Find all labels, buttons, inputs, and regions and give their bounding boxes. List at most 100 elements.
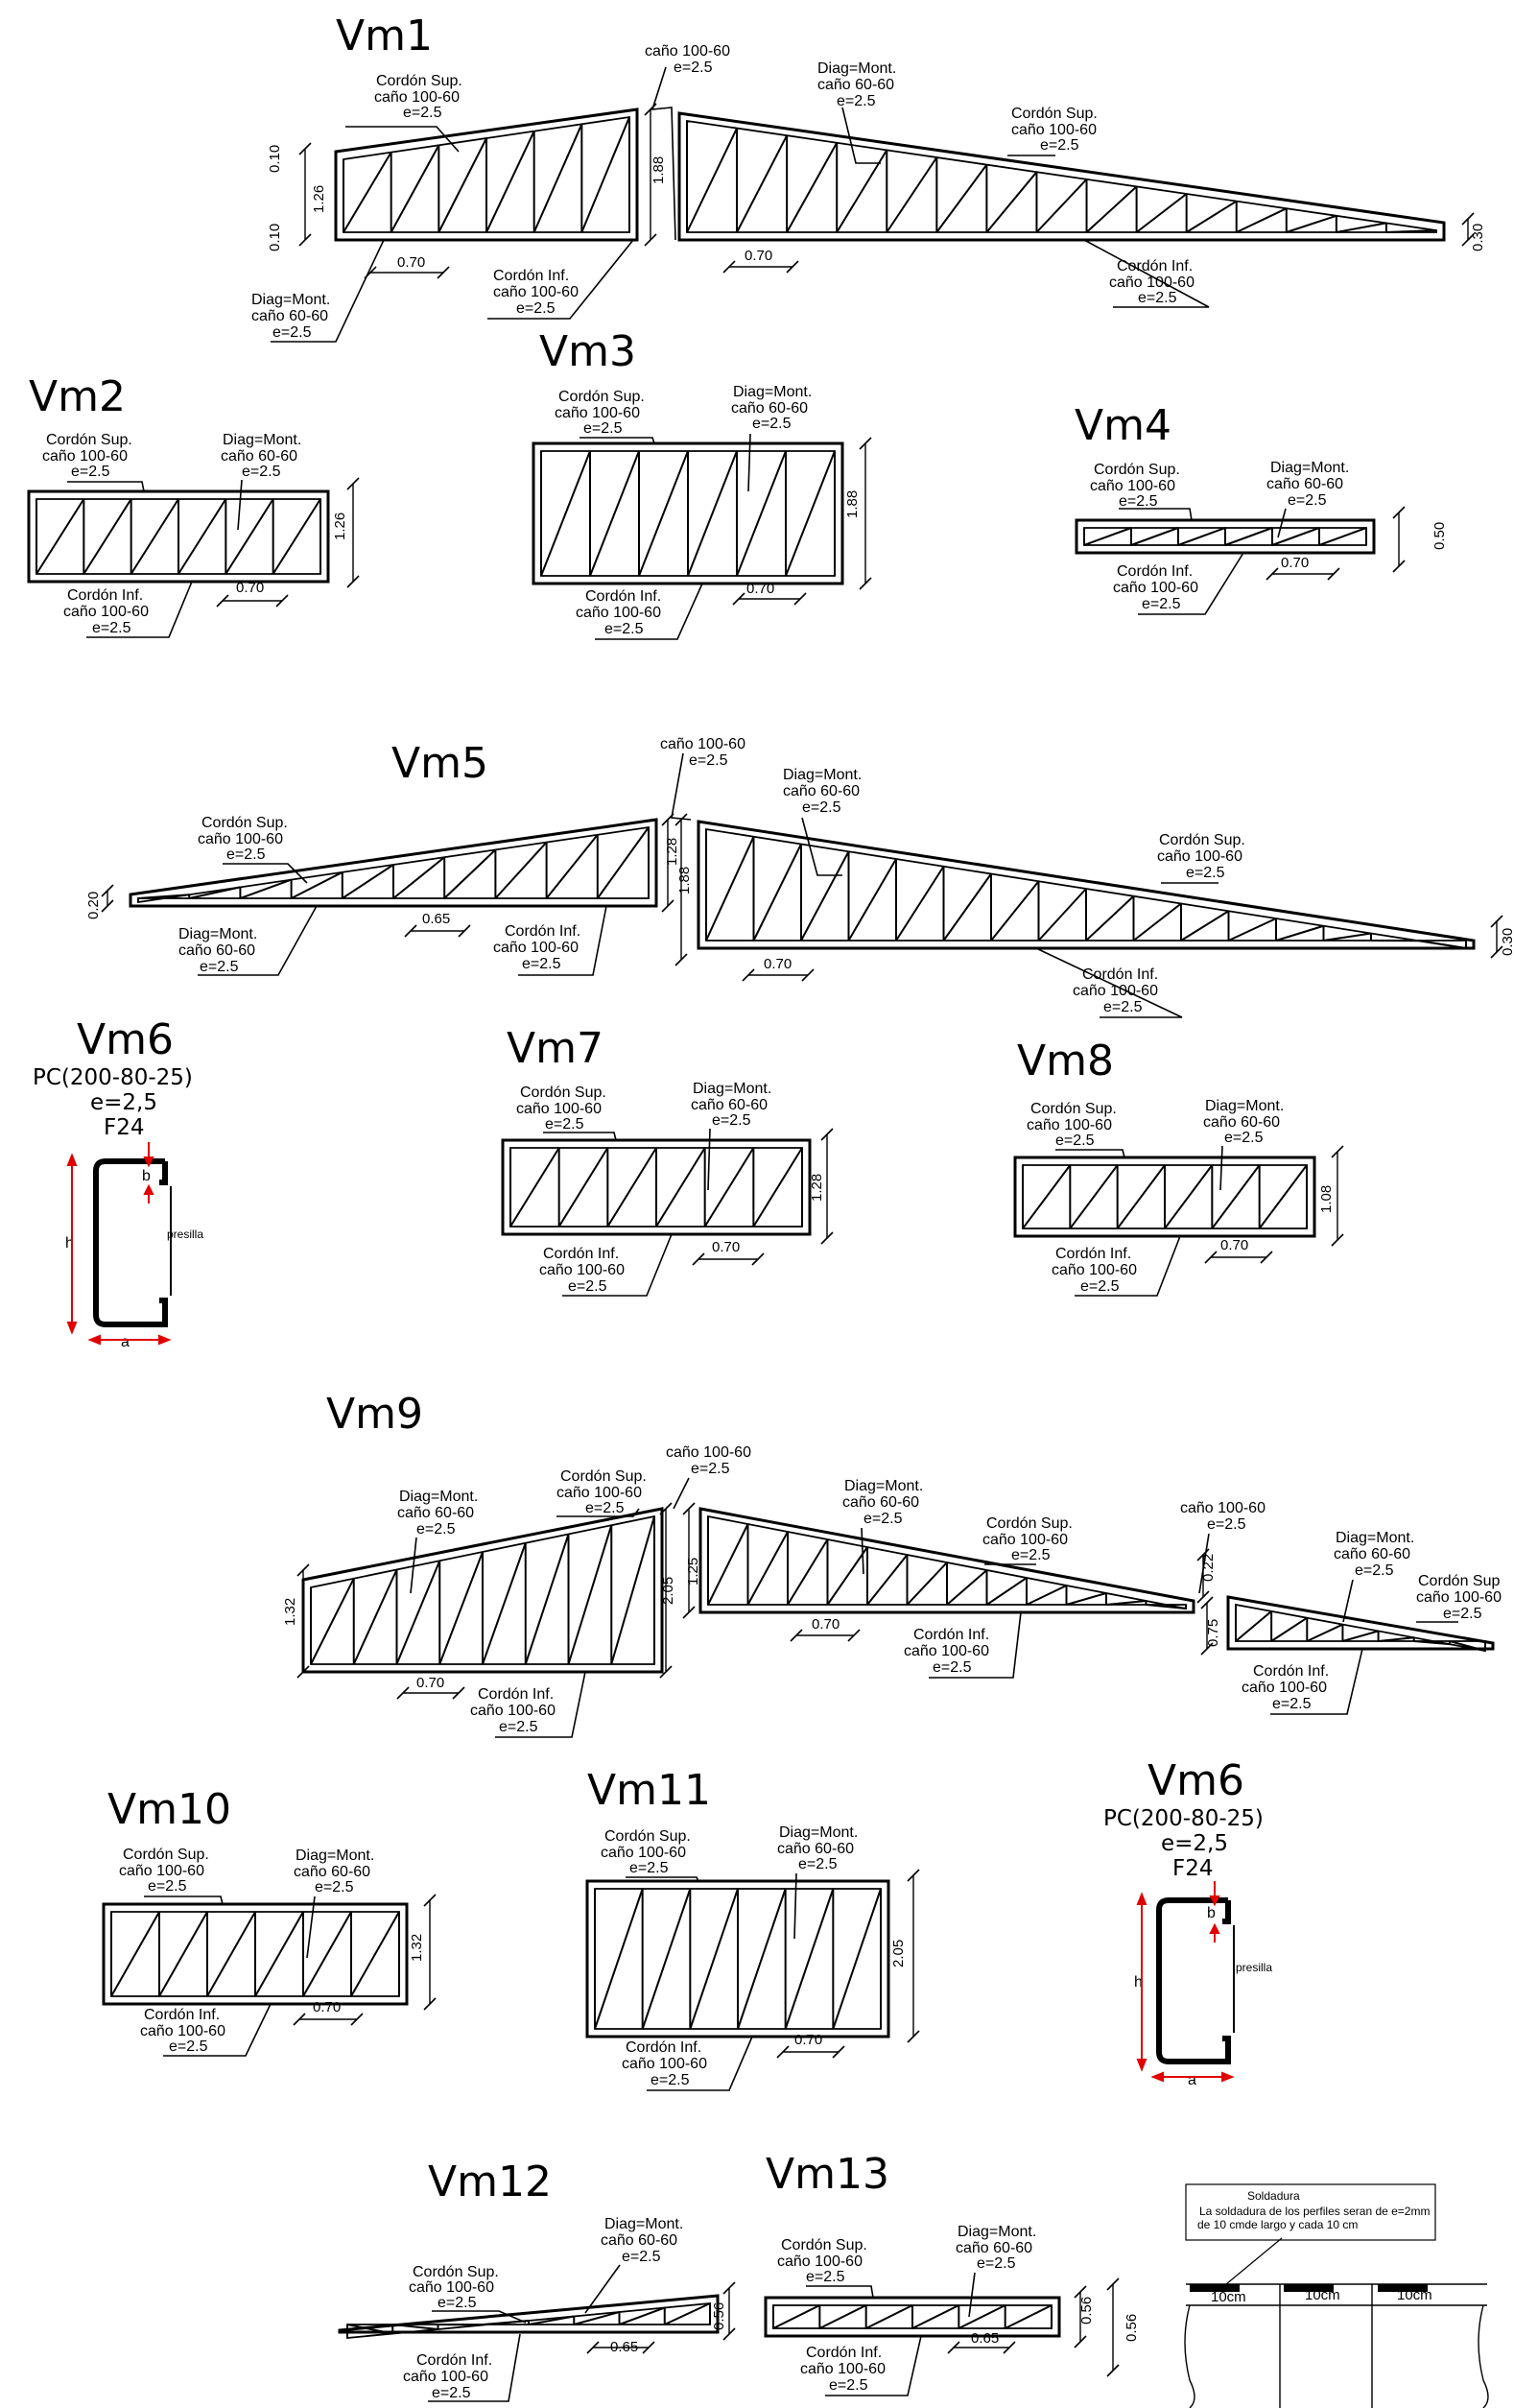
vm2-dim-070-line-tick-b xyxy=(275,594,289,608)
vm9-mid-diagonal-1 xyxy=(746,1531,789,1606)
vm4-truss xyxy=(1075,518,1376,555)
vm4-cordon-inf-thk: e=2.5 xyxy=(1142,596,1181,612)
truss-linework xyxy=(27,107,1495,2339)
vm13-dim-065-line-tick-b xyxy=(1003,2341,1016,2354)
weld-dim-h-line-tick-b xyxy=(1106,2364,1120,2377)
weld-leader xyxy=(1225,2237,1283,2285)
vm3-diagonal-1 xyxy=(589,450,640,577)
vm9-right-truss xyxy=(1226,1595,1495,1653)
vm9-left-diagonal-2 xyxy=(395,1560,441,1665)
vm8-diagonal-2 xyxy=(1116,1164,1166,1229)
vm3-diagonal-2 xyxy=(638,450,689,577)
weld-note-box xyxy=(1185,2183,1436,2241)
vm9-dim-125-line-tick-b xyxy=(682,1606,696,1619)
profile-top-dimension-arrows xyxy=(66,1142,172,1346)
vm1-right-diagonal-11 xyxy=(1236,207,1288,233)
vm12-dim-065-line-tick-a xyxy=(586,2341,600,2354)
vm9-dim-205: 2.05 xyxy=(660,1577,676,1605)
vm9-right-sup-thk: e=2.5 xyxy=(1443,1606,1482,1622)
vm5-title: Vm5 xyxy=(391,739,488,788)
profile-top-steel: F24 xyxy=(104,1115,145,1140)
vm9-mid-diagonal-4 xyxy=(866,1554,909,1606)
vm1-right-diagonal-9 xyxy=(1135,193,1188,233)
vm8-dim-070-line-tick-a xyxy=(1204,1251,1218,1264)
vm7-dim-h-line-tick-a xyxy=(820,1128,834,1141)
vm5-dim-030-line-tick-a xyxy=(1490,915,1503,928)
vm9-diag-label: Diag=Mont. xyxy=(399,1489,478,1505)
vm13-sup-leader xyxy=(806,2285,874,2299)
vm9-mid-inf-leader xyxy=(929,1611,1022,1679)
vm5-cordon-sup-thk: e=2.5 xyxy=(226,846,266,863)
vm8-dim-070-line-tick-b xyxy=(1260,1251,1273,1264)
vm1-left-diagonal-1 xyxy=(390,144,440,233)
vm1-right-truss xyxy=(677,111,1446,242)
vm9-left-truss xyxy=(301,1507,664,1674)
vm4-dim-h-line-tick-b xyxy=(1392,560,1406,573)
vm5-diag-pipe: caño 60-60 xyxy=(783,783,860,799)
beam-vm9: Vm9 Diag=Mont. caño 60-60 e=2.5 Cordón S… xyxy=(282,1390,1502,1735)
vm1-cordon-sup-pipe: caño 100-60 xyxy=(374,89,460,106)
vm2-inf-leader xyxy=(86,581,193,638)
vm2-diagonal-1 xyxy=(83,498,132,575)
vm9-mid-diagonal-0 xyxy=(707,1523,749,1606)
weld-bead-3 xyxy=(1378,2284,1428,2292)
vm9-dim-022-line-tick-a xyxy=(1196,1548,1210,1562)
vm1-dim-030-line-tick-b xyxy=(1461,233,1475,247)
vm5-right-sup-thk: e=2.5 xyxy=(1186,865,1225,881)
vm12-dim-065-line-tick-b xyxy=(642,2341,655,2354)
vm13-cordon-inf-pipe: caño 100-60 xyxy=(800,2361,886,2377)
vm12-diagonal-7 xyxy=(664,2302,711,2325)
vm7-cordon-sup-label: Cordón Sup. xyxy=(520,1085,606,1101)
vm13-cordon-sup-thk: e=2.5 xyxy=(806,2269,845,2285)
vm9-right-diag-leader xyxy=(1342,1579,1354,1623)
vm7-dim-070-line-tick-b xyxy=(751,1252,765,1266)
vm11-dim-070-line-tick-a xyxy=(776,2045,790,2059)
vm7-diagonal-1 xyxy=(557,1147,609,1228)
vm9-right-diagonal-1 xyxy=(1270,1616,1308,1642)
vm3-sup-leader xyxy=(580,437,655,444)
vm5-diag-leader xyxy=(801,817,842,876)
vm9-mid-diagonal-9 xyxy=(1066,1592,1107,1606)
vm9-mid-diagonal-8 xyxy=(1026,1585,1067,1606)
vm1-right-inf-label: Cordón Inf. xyxy=(1117,258,1193,274)
vm3-cordon-inf-label: Cordón Inf. xyxy=(585,588,661,605)
vm1-dim-188-line-tick-a xyxy=(644,103,657,116)
vm10-cordon-sup-thk: e=2.5 xyxy=(148,1878,187,1895)
vm1-dim-070-right-line-tick-b xyxy=(786,260,799,274)
vm8-diagonal-1 xyxy=(1069,1164,1119,1229)
vm3-diag-leader xyxy=(747,433,751,492)
profile-top-thickness: e=2,5 xyxy=(90,1090,157,1115)
vm7-dim-h-line-tick-b xyxy=(820,1231,834,1245)
vm1-dim-height-tick-a xyxy=(298,142,312,155)
vm5-right-truss xyxy=(697,820,1476,950)
vm8-diag-pipe: caño 60-60 xyxy=(1203,1114,1280,1131)
vm13-diagonal-3 xyxy=(911,2304,959,2329)
vm11-cordon-sup-pipe: caño 100-60 xyxy=(601,1845,686,1861)
vm9-left-diagonal-3 xyxy=(438,1551,484,1665)
vm9-mid-diagonal-7 xyxy=(985,1577,1028,1606)
vm11-diagonal-4 xyxy=(784,1888,835,2030)
vm9-right-inf-leader xyxy=(1270,1648,1363,1715)
vm8-diag-thk: e=2.5 xyxy=(1224,1130,1264,1146)
vm10-diagonal-5 xyxy=(350,1911,400,1997)
vm12-title: Vm12 xyxy=(428,2158,552,2206)
vm1-diag-label: Diag=Mont. xyxy=(817,60,896,77)
profile-bottom-presilla-label: presilla xyxy=(1236,1961,1272,1974)
profile-bottom-thickness: e=2,5 xyxy=(1161,1831,1228,1856)
vm3-cordon-inf-pipe: caño 100-60 xyxy=(576,605,661,621)
vm12-diag-pipe: caño 60-60 xyxy=(601,2232,677,2249)
vm10-outer-chord xyxy=(102,1902,409,2006)
vm8-diag-leader xyxy=(1219,1145,1223,1191)
vm9-dim-075-line-tick-a xyxy=(1200,1596,1214,1609)
vm5-dim-188-line-tick-b xyxy=(674,953,688,966)
vm7-inf-leader xyxy=(562,1233,673,1297)
vm9-right-sup-pipe: caño 100-60 xyxy=(1416,1589,1502,1606)
vm13-diag-leader xyxy=(968,2272,976,2318)
vm11-sup-leader xyxy=(626,1876,699,1882)
vm10-diagonal-0 xyxy=(110,1911,160,1997)
vm3-diagonal-3 xyxy=(687,450,738,577)
vm5-right-diagonal-7 xyxy=(1037,888,1087,942)
vm7-diagonal-4 xyxy=(703,1147,755,1228)
vm1-dim-070-left-line-tick-b xyxy=(437,266,450,279)
vm9-joint-thk: e=2.5 xyxy=(691,1461,730,1477)
